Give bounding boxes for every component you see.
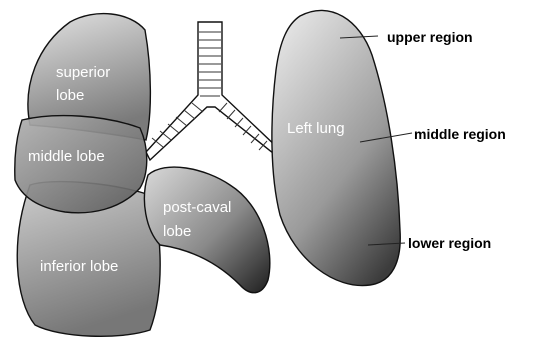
right-lung: [15, 14, 270, 337]
superior-lobe-label-line2: lobe: [56, 87, 84, 104]
middle-lobe-label: middle lobe: [28, 148, 105, 165]
postcaval-lobe-label-line2: lobe: [163, 223, 191, 240]
middle-region-label: middle region: [414, 126, 506, 142]
lower-region-label: lower region: [408, 235, 491, 251]
postcaval-lobe-label-line1: post-caval: [163, 199, 231, 216]
upper-region-label: upper region: [387, 29, 473, 45]
superior-lobe-label-line1: superior: [56, 64, 110, 81]
trachea: [146, 22, 280, 160]
left-lung-label: Left lung: [287, 120, 345, 137]
inferior-lobe-label: inferior lobe: [40, 258, 118, 275]
